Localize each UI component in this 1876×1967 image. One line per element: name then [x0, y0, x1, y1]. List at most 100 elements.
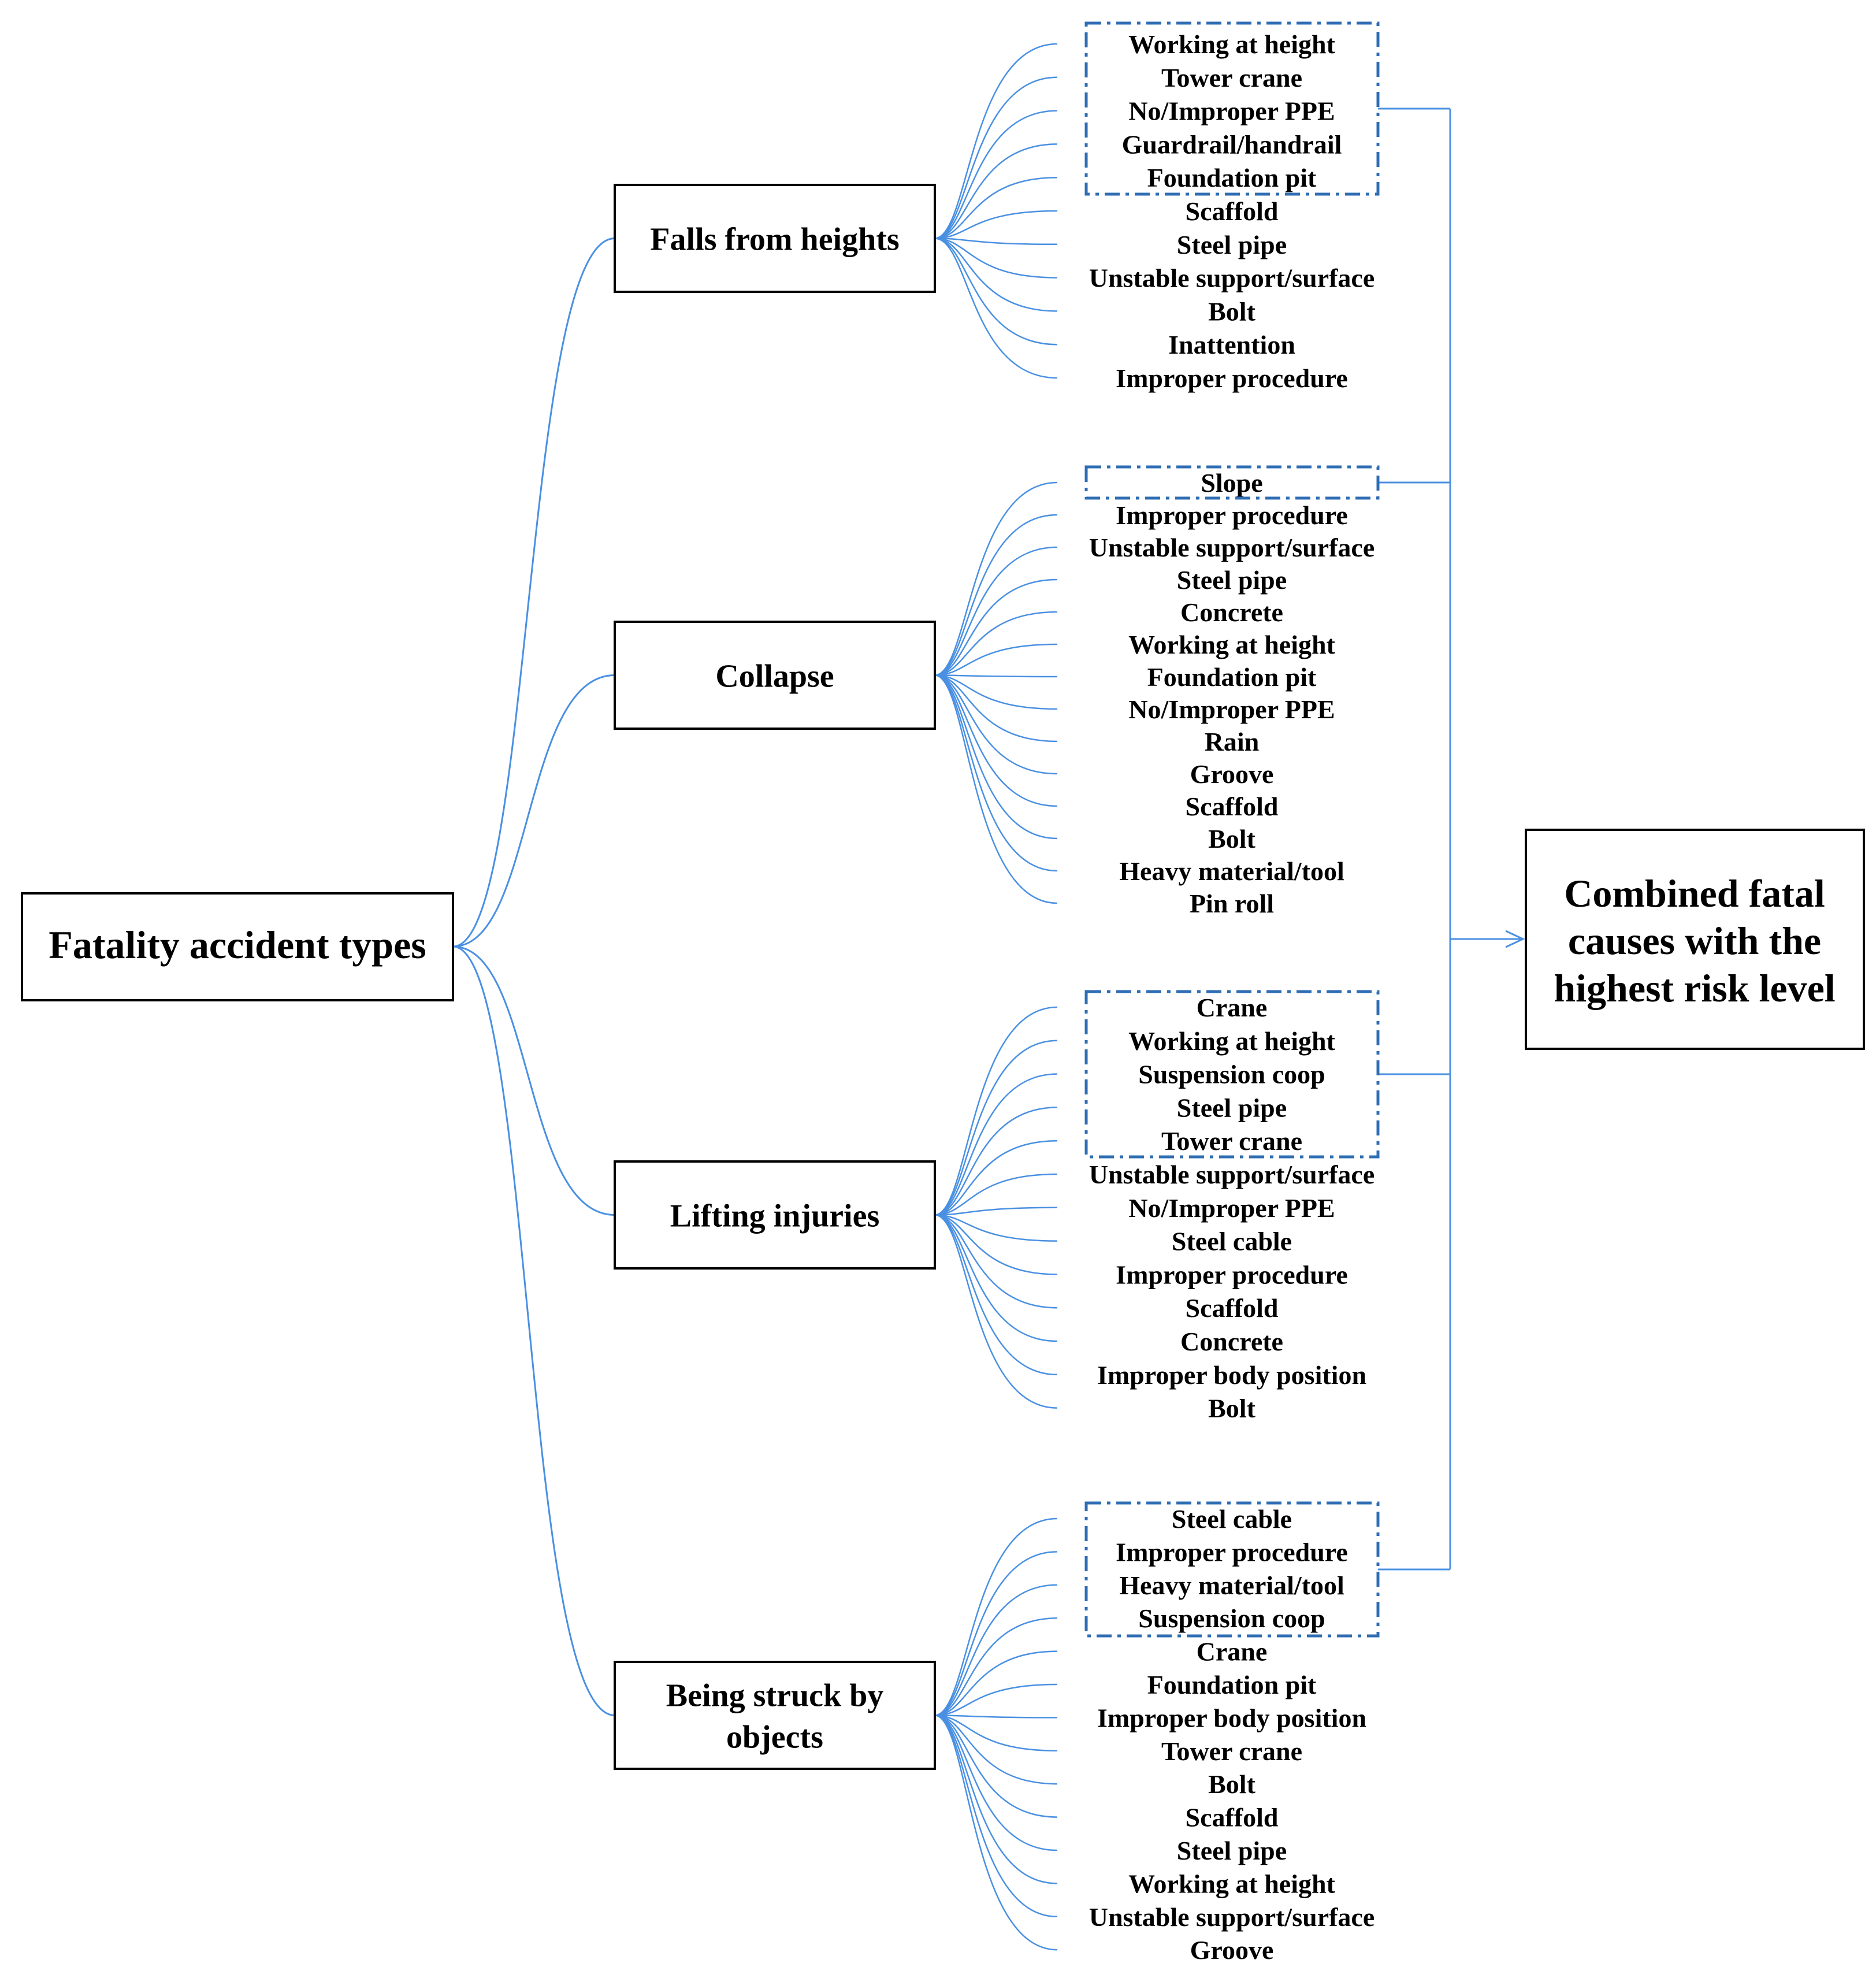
connector-lines [452, 43, 1058, 1951]
result-label-line-3: highest risk level [1554, 966, 1835, 1010]
cause-label: Bolt [1208, 296, 1255, 326]
cause-connector [934, 1214, 1058, 1275]
cause-connector [934, 1207, 1058, 1216]
cause-connector [934, 1714, 1058, 1818]
cause-connector [934, 546, 1058, 676]
cause-label: Unstable support/surface [1089, 1160, 1375, 1189]
cause-connector [934, 1551, 1058, 1716]
cause-label: Heavy material/tool [1119, 1571, 1344, 1600]
cause-label: No/Improper PPE [1128, 97, 1335, 126]
cause-connector [934, 1214, 1058, 1309]
cause-label: Crane [1197, 1637, 1268, 1667]
cause-label: Suspension coop [1138, 1060, 1325, 1089]
cause-connector [934, 1714, 1058, 1884]
cause-connector [934, 674, 1058, 743]
cause-connector [934, 674, 1058, 904]
cause-connector [934, 1073, 1058, 1216]
cause-connector [934, 143, 1058, 239]
highest-risk-highlight-box [1084, 465, 1380, 500]
cause-label: Bolt [1208, 1394, 1255, 1423]
cause-label: Improper procedure [1116, 363, 1348, 393]
cause-connector [934, 674, 1058, 678]
cause-connector [934, 481, 1058, 676]
cause-connector [934, 210, 1058, 239]
cause-label: Slope [1201, 468, 1262, 498]
cause-label: Steel pipe [1177, 230, 1287, 259]
cause-label: Foundation pit [1147, 163, 1317, 192]
result-label-line-1: Combined fatal [1564, 871, 1825, 915]
cause-label: Improper procedure [1116, 1537, 1348, 1567]
cause-label: Steel pipe [1177, 565, 1287, 595]
cause-label: Inattention [1168, 330, 1295, 359]
cause-label: Improper procedure [1116, 1260, 1348, 1289]
cause-connector [934, 1214, 1058, 1242]
category-label: Being struck by [666, 1678, 884, 1714]
root-to-category-connector [452, 945, 615, 1216]
category-label: Collapse [715, 659, 834, 695]
cause-connector [934, 237, 1058, 279]
cause-connector [934, 1517, 1058, 1716]
cause-label: Working at height [1128, 1869, 1336, 1898]
highest-risk-highlight-box [1084, 1501, 1380, 1638]
cause-connector [934, 674, 1058, 710]
cause-connector [934, 1173, 1058, 1216]
cause-connector [934, 110, 1058, 239]
cause-label: Unstable support/surface [1089, 533, 1375, 562]
cause-label: Tower crane [1161, 1736, 1302, 1766]
cause-connector [934, 514, 1058, 676]
category-label: Falls from heights [650, 222, 899, 258]
cause-connector [934, 1714, 1058, 1785]
cause-label: Tower crane [1161, 1126, 1302, 1156]
cause-label: Scaffold [1186, 792, 1279, 821]
cause-connector [934, 1683, 1058, 1716]
cause-label: Improper procedure [1116, 500, 1348, 530]
category-box [614, 184, 936, 293]
highest-risk-highlight-box [1084, 21, 1380, 196]
cause-label: No/Improper PPE [1128, 695, 1335, 724]
group-1: Falls from heights Working at heightTower… [614, 21, 1380, 393]
cause-label: Concrete [1180, 597, 1283, 627]
cause-connector [934, 1140, 1058, 1216]
cause-label: Working at height [1128, 29, 1336, 59]
cause-connector [934, 76, 1058, 239]
cause-connector [934, 1107, 1058, 1216]
cause-connector [934, 1714, 1058, 1752]
cause-label: Unstable support/surface [1089, 263, 1375, 293]
cause-label: Steel pipe [1177, 1836, 1287, 1865]
cause-label: Working at height [1128, 630, 1336, 659]
cause-label: Concrete [1180, 1327, 1283, 1356]
root-to-category-connector [452, 237, 615, 948]
cause-label: Improper body position [1097, 1703, 1366, 1732]
cause-connector [934, 237, 1058, 246]
category-label: objects [726, 1720, 823, 1756]
cause-label: Heavy material/tool [1119, 856, 1344, 886]
cause-label: Steel pipe [1177, 1093, 1287, 1122]
cause-label: Tower crane [1161, 63, 1302, 92]
cause-label: Scaffold [1186, 1293, 1279, 1323]
root-to-category-connector [452, 674, 615, 948]
category-box [614, 1160, 936, 1270]
root-label: Fatality accident types [49, 923, 426, 967]
category-box [614, 621, 936, 730]
result-label-line-2: causes with the [1568, 919, 1821, 963]
cause-label: Steel cable [1172, 1504, 1292, 1534]
cause-connector [934, 1650, 1058, 1716]
cause-connector [934, 1714, 1058, 1719]
cause-connector [934, 674, 1058, 807]
cause-label: Steel cable [1172, 1227, 1292, 1256]
cause-connector [934, 1040, 1058, 1216]
cause-connector [934, 643, 1058, 676]
combined-connector-lines [1378, 107, 1525, 1571]
cause-connector [934, 611, 1058, 676]
cause-label: Scaffold [1186, 1803, 1279, 1832]
cause-connector [934, 237, 1058, 346]
cause-label: Bolt [1208, 824, 1255, 853]
cause-connector [934, 1714, 1058, 1918]
cause-label: Crane [1197, 993, 1268, 1022]
cause-connector [934, 674, 1058, 775]
cause-connector [934, 1714, 1058, 1951]
cause-label: No/Improper PPE [1128, 1193, 1335, 1223]
